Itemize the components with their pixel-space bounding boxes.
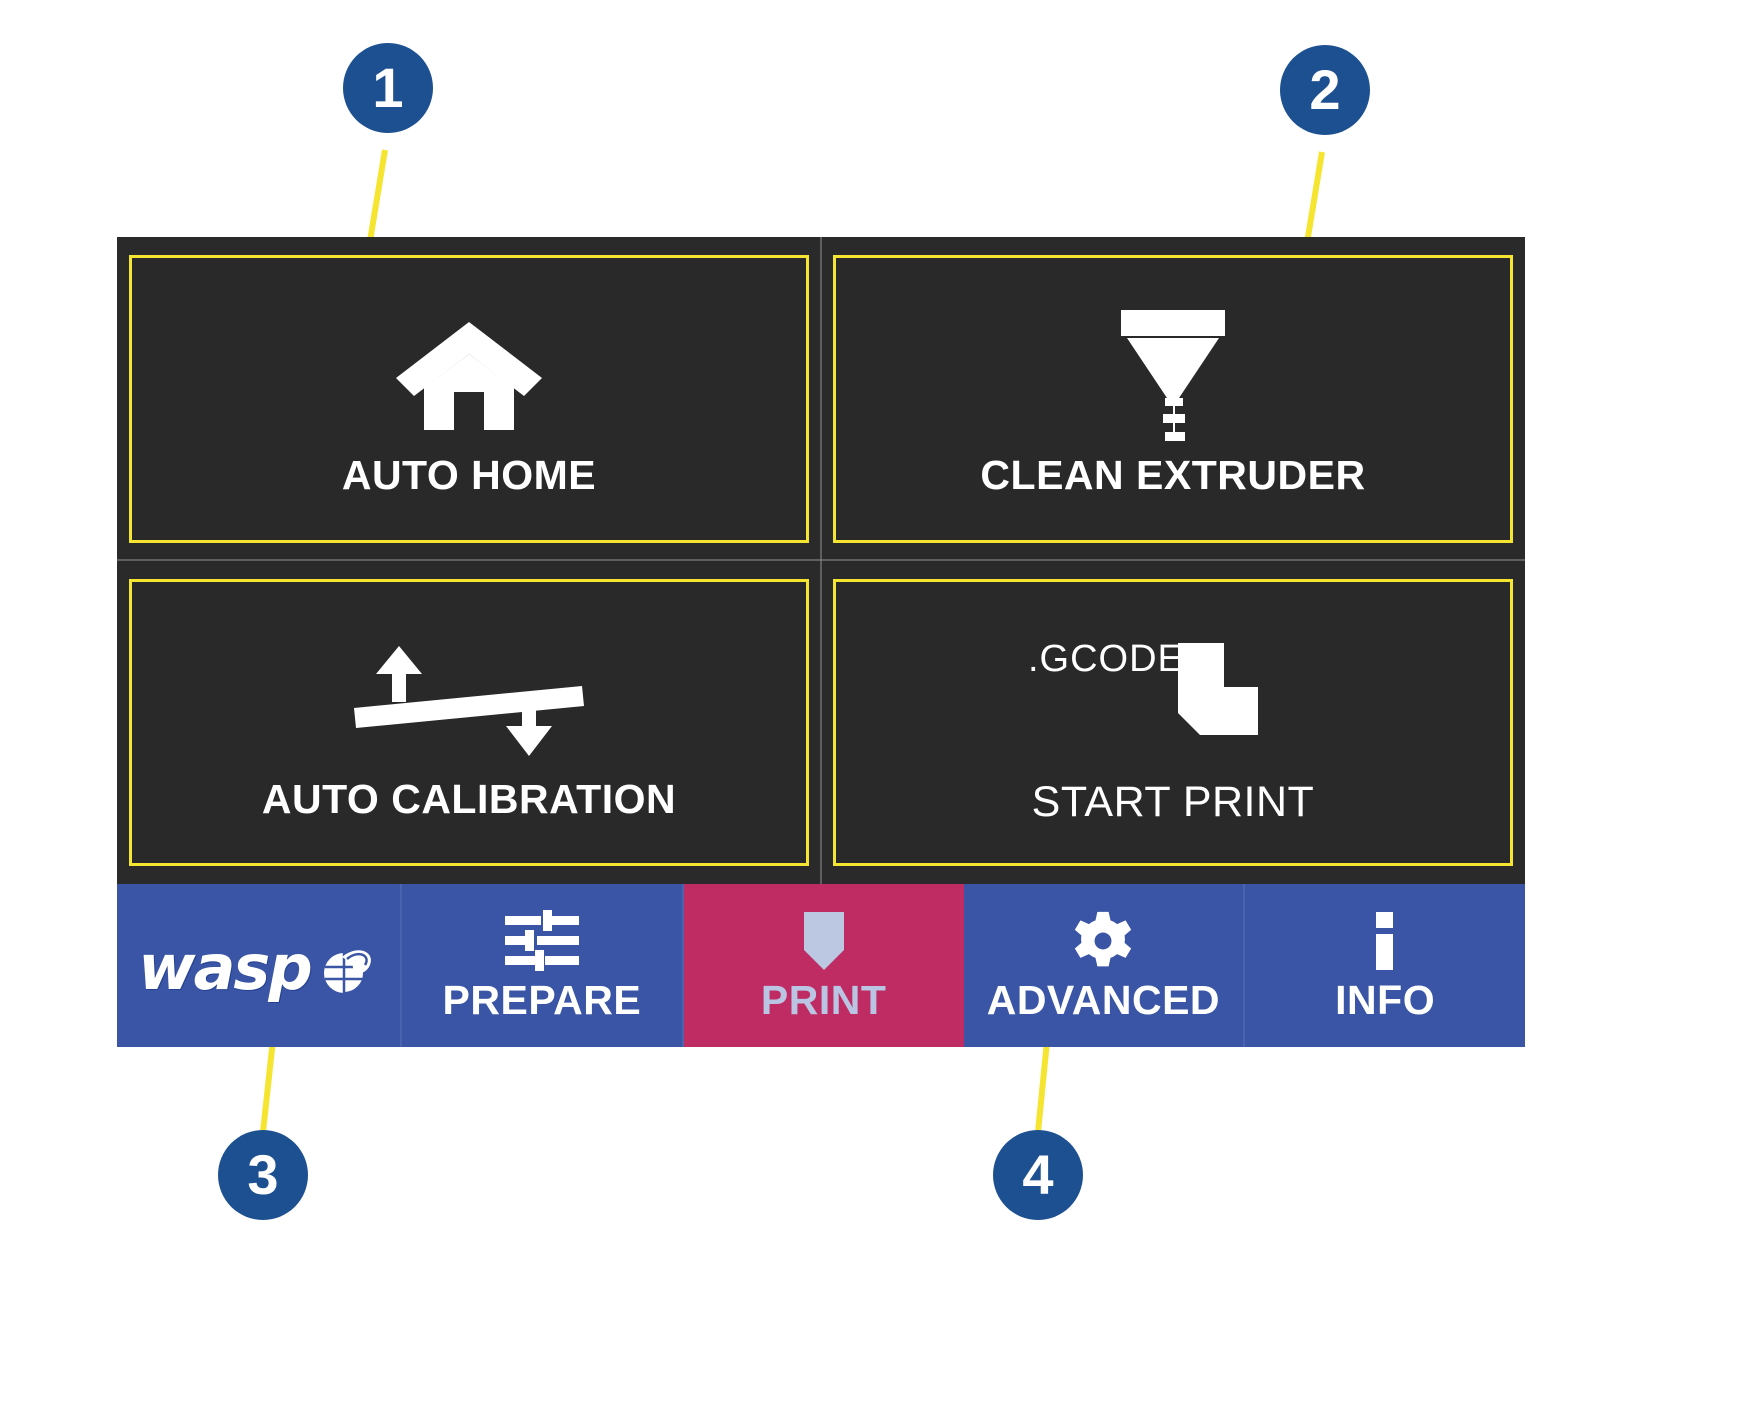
gcode-file-cursor-icon: .GCODE — [1028, 621, 1318, 771]
bed-level-tilt-icon — [344, 625, 594, 775]
callout-number: 3 — [247, 1143, 279, 1206]
nav-tab-info[interactable]: INFO — [1245, 884, 1525, 1047]
callout-badge-1: 1 — [343, 43, 433, 133]
nozzle-shield-icon — [796, 910, 852, 972]
extruder-funnel-icon — [1113, 301, 1233, 451]
wasp-logo-button[interactable]: wasp — [117, 884, 402, 1047]
info-i-icon — [1372, 910, 1398, 972]
callout-number: 2 — [1309, 58, 1341, 121]
callout-badge-4: 4 — [993, 1130, 1083, 1220]
svg-text:.GCODE: .GCODE — [1028, 638, 1184, 680]
nav-tab-print[interactable]: PRINT — [683, 884, 964, 1047]
gear-icon — [1070, 910, 1136, 972]
home-icon — [394, 301, 544, 451]
nav-label: PREPARE — [442, 977, 642, 1023]
callout-number: 4 — [1022, 1143, 1054, 1206]
tile-start-print[interactable]: .GCODE START PRINT — [833, 578, 1513, 866]
tile-label: CLEAN EXTRUDER — [980, 452, 1366, 499]
tile-auto-calibration[interactable]: AUTO CALIBRATION — [129, 578, 809, 866]
tile-horizontal-divider — [117, 559, 1525, 561]
callout-badge-2: 2 — [1280, 45, 1370, 135]
nav-label: ADVANCED — [986, 977, 1221, 1023]
printer-touchscreen: AUTO HOME CLEAN EXTRUDER — [117, 237, 1525, 1047]
bottom-navigation-bar: wasp — [117, 884, 1525, 1047]
nav-tab-prepare[interactable]: PREPARE — [402, 884, 684, 1047]
nav-label: INFO — [1335, 977, 1436, 1023]
home-tile-grid: AUTO HOME CLEAN EXTRUDER — [117, 237, 1525, 884]
tile-label: AUTO CALIBRATION — [261, 775, 677, 822]
callout-badge-3: 3 — [218, 1130, 308, 1220]
wasp-wordmark: wasp — [138, 930, 312, 1004]
nav-tab-advanced[interactable]: ADVANCED — [963, 884, 1246, 1047]
wasp-globe-logo — [323, 949, 371, 994]
callout-number: 1 — [372, 56, 404, 119]
tile-clean-extruder[interactable]: CLEAN EXTRUDER — [833, 255, 1513, 543]
sliders-tune-icon — [503, 910, 581, 972]
tile-label: AUTO HOME — [341, 452, 597, 499]
tile-auto-home[interactable]: AUTO HOME — [129, 255, 809, 543]
tile-label: START PRINT — [1031, 777, 1315, 826]
nav-label: PRINT — [760, 977, 887, 1023]
